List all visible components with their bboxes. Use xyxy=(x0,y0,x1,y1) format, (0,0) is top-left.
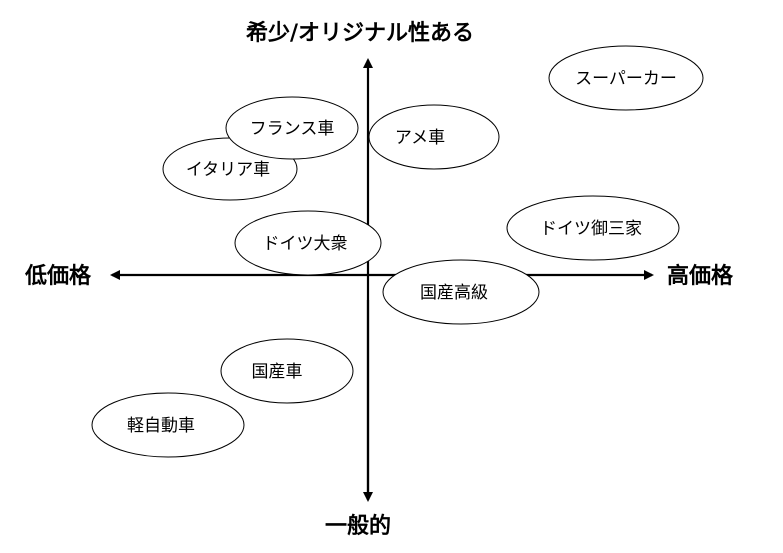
category-america-car: アメ車 xyxy=(368,104,500,170)
axis-label-right: 高価格 xyxy=(667,263,734,289)
axis-label-top: 希少/オリジナル性ある xyxy=(246,20,474,46)
svg-text:ドイツ御三家: ドイツ御三家 xyxy=(540,219,642,239)
svg-text:国産車: 国産車 xyxy=(252,362,303,382)
svg-text:国産高級: 国産高級 xyxy=(420,283,488,303)
svg-text:イタリア車: イタリア車 xyxy=(186,160,270,180)
svg-text:アメ車: アメ車 xyxy=(395,128,445,148)
category-super-car: スーパーカー xyxy=(548,45,704,111)
category-france-car: フランス車 xyxy=(225,96,359,160)
category-domestic-luxury: 国産高級 xyxy=(382,259,540,325)
axis-label-bottom: 一般的 xyxy=(325,513,391,539)
category-kei-car: 軽自動車 xyxy=(91,392,245,458)
axis-label-left: 低価格 xyxy=(24,263,92,289)
svg-text:ドイツ大衆: ドイツ大衆 xyxy=(263,234,348,254)
category-german-big-three: ドイツ御三家 xyxy=(506,195,680,261)
svg-text:スーパーカー: スーパーカー xyxy=(575,69,677,89)
category-german-mass: ドイツ大衆 xyxy=(234,210,382,276)
svg-text:フランス車: フランス車 xyxy=(250,119,335,139)
svg-text:軽自動車: 軽自動車 xyxy=(127,416,195,436)
category-domestic-car: 国産車 xyxy=(220,338,354,404)
